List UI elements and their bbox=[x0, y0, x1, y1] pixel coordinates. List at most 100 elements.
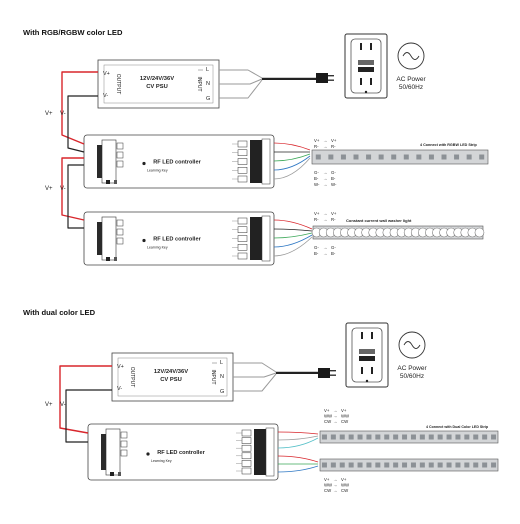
wire-label-wall-washer: B- bbox=[314, 251, 319, 256]
wire-label-wall-washer: R- bbox=[331, 217, 336, 222]
vplus-label: V+ bbox=[45, 111, 53, 117]
output-screw bbox=[237, 252, 248, 260]
strip-led bbox=[330, 462, 336, 468]
arrow-icon: → bbox=[323, 251, 327, 256]
strip-led bbox=[482, 434, 488, 440]
psu-output-label: OUTPUT bbox=[115, 74, 121, 95]
arrow-icon: → bbox=[323, 144, 327, 149]
output-screw bbox=[241, 437, 252, 444]
psu-pin-l: L bbox=[220, 360, 223, 366]
wire-label-rgbw: G- bbox=[331, 170, 336, 175]
output-screw bbox=[241, 452, 252, 460]
indicator-led bbox=[106, 257, 110, 261]
strip-led bbox=[339, 462, 345, 468]
strip-led bbox=[473, 462, 479, 468]
psu-pin-vminus: V- bbox=[117, 386, 122, 392]
vminus-label: V- bbox=[60, 111, 66, 117]
sine-wave-icon bbox=[403, 341, 421, 349]
strip-led bbox=[454, 154, 460, 160]
controller-end-cap bbox=[261, 215, 271, 262]
wire-label-rgbw: B- bbox=[314, 176, 319, 181]
wire-label-rgbw: B- bbox=[331, 176, 336, 181]
output-wire-b bbox=[273, 232, 313, 239]
output-wire-dual-bottom bbox=[277, 465, 319, 473]
strip-body bbox=[319, 430, 499, 444]
controller-title: RF LED controller bbox=[153, 237, 201, 243]
learning-key-dot bbox=[142, 238, 146, 243]
ac-frequency-label: 50/60Hz bbox=[400, 373, 424, 380]
strip-led bbox=[446, 462, 452, 468]
plug-prong bbox=[330, 370, 336, 372]
strip-led bbox=[428, 154, 434, 160]
strip-led bbox=[402, 462, 408, 468]
strip-led bbox=[446, 434, 452, 440]
learning-key-dot bbox=[146, 452, 150, 456]
arrow-icon: → bbox=[333, 488, 337, 493]
wire-label-rgbw: G- bbox=[314, 170, 319, 175]
terminal-black-block bbox=[97, 145, 102, 178]
controller-input-terminal bbox=[101, 216, 117, 261]
strip-led bbox=[464, 462, 470, 468]
output-wire-b bbox=[273, 236, 313, 257]
psu-model: 12V/24V/36V bbox=[140, 76, 174, 82]
arrow-icon: → bbox=[323, 217, 327, 222]
outlet-slot bbox=[360, 78, 362, 85]
output-screw bbox=[237, 175, 248, 183]
vplus-label-2: V+ bbox=[45, 402, 53, 408]
strip-led bbox=[340, 154, 346, 160]
arrow-icon: → bbox=[323, 211, 327, 216]
learning-key-label: Learning Key bbox=[151, 459, 172, 463]
output-screw bbox=[241, 444, 252, 452]
strip-led bbox=[348, 462, 354, 468]
wire-label-dual-bottom: CW bbox=[341, 488, 349, 493]
strip-led bbox=[330, 434, 336, 440]
strip-led bbox=[482, 462, 488, 468]
ac-frequency-label: 50/60Hz bbox=[399, 84, 423, 91]
sine-wave-icon bbox=[402, 52, 420, 60]
strip-led bbox=[378, 154, 384, 160]
outlet-slot bbox=[360, 43, 362, 50]
ac-wire-l-2 bbox=[233, 362, 318, 373]
psu-pin-vminus: V- bbox=[103, 93, 108, 99]
output-wire-dual-top bbox=[277, 435, 319, 441]
output-wire-b bbox=[273, 234, 313, 248]
wire-label-dual-top: V+ bbox=[341, 408, 347, 413]
strip-led bbox=[366, 154, 372, 160]
psu-input-label: INPUT bbox=[196, 77, 202, 92]
strip-led bbox=[321, 434, 327, 440]
psu-pin-n: N bbox=[220, 374, 224, 380]
terminal-screw bbox=[116, 151, 124, 159]
output-screw bbox=[237, 226, 248, 233]
strip-led bbox=[491, 434, 497, 440]
wire-label-dual-top: WW bbox=[324, 414, 333, 419]
outlet-slot bbox=[361, 367, 363, 374]
psu-pin-vplus: V+ bbox=[117, 364, 124, 370]
output-screw bbox=[237, 217, 248, 225]
controller-output-terminal bbox=[250, 140, 262, 183]
wire-label-dual-bottom: CW bbox=[324, 488, 332, 493]
outlet-test-button bbox=[359, 349, 375, 354]
controller-body bbox=[83, 134, 275, 189]
controller-end-cap bbox=[261, 138, 271, 185]
plug-prong bbox=[330, 374, 336, 376]
outlet-slot bbox=[370, 43, 372, 50]
strip-led bbox=[441, 154, 447, 160]
psu-inner-frame bbox=[103, 64, 214, 104]
psu-input-label: INPUT bbox=[210, 370, 216, 385]
vminus-label-2: V- bbox=[60, 402, 66, 408]
strip-led bbox=[366, 434, 372, 440]
led-strip-rgbw bbox=[311, 149, 489, 165]
wire-label-wall-washer: G- bbox=[314, 245, 319, 250]
output-screw bbox=[241, 460, 252, 467]
black-wire-chain bbox=[67, 164, 84, 229]
outlet-test-button bbox=[358, 60, 374, 65]
strip-led bbox=[491, 462, 497, 468]
strip-led bbox=[357, 434, 363, 440]
plug-prong bbox=[328, 79, 334, 81]
strip-led bbox=[328, 154, 334, 160]
arrow-icon: → bbox=[323, 182, 327, 187]
